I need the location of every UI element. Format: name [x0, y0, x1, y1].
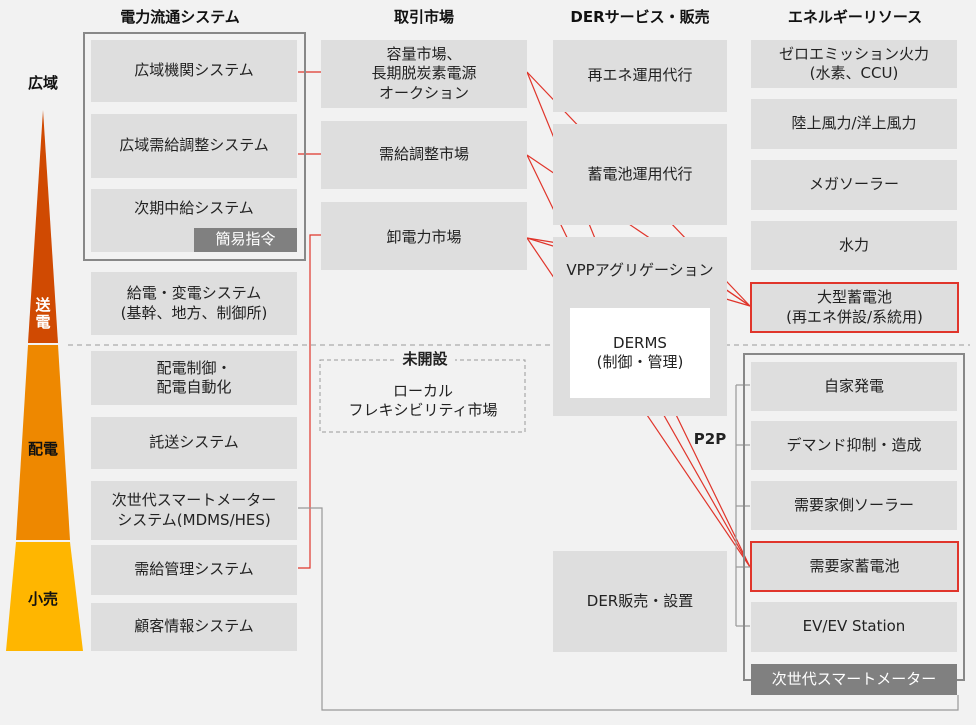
header-resource: エネルギーリソース — [787, 8, 923, 26]
wide-system-frame — [83, 32, 306, 261]
box-capacity-market: 容量市場、 長期脱炭素電源 オークション — [321, 40, 527, 108]
level-trans: 送 電 — [35, 296, 51, 332]
unopened-frame — [319, 359, 526, 433]
level-triangle-retail — [6, 542, 83, 651]
box-smart-meter-system: 次世代スマートメーター システム(MDMS/HES) — [91, 481, 297, 540]
box-ev: EV/EV Station — [751, 602, 957, 652]
level-triangle-dist — [16, 345, 70, 540]
box-derms: DERMS (制御・管理) — [570, 308, 710, 398]
box-wholesale-market: 卸電力市場 — [321, 202, 527, 270]
box-wide-org: 広域機関システム — [91, 40, 297, 102]
box-demand-response: デマンド抑制・造成 — [751, 421, 957, 470]
level-wide: 広域 — [27, 74, 59, 92]
box-supply-mgmt: 需給管理システム — [91, 545, 297, 595]
box-dist-control: 配電制御・ 配電自動化 — [91, 351, 297, 405]
box-customer-info: 顧客情報システム — [91, 603, 297, 651]
box-wind: 陸上風力/洋上風力 — [751, 99, 957, 149]
level-dist: 配電 — [27, 440, 59, 458]
box-customer-solar: 需要家側ソーラー — [751, 481, 957, 530]
level-triangle-wide — [28, 110, 58, 343]
vpp-label: VPPアグリゲーション — [566, 261, 714, 281]
header-grid: 電力流通システム — [120, 8, 240, 26]
box-mega-solar: メガソーラー — [751, 160, 957, 210]
next-gen-smart-meter-bar: 次世代スマートメーター — [751, 664, 957, 695]
p2p-label: P2P — [693, 430, 727, 449]
box-local-flex-market: ローカル フレキシビリティ市場 — [348, 381, 498, 420]
box-wide-supply: 広域需給調整システム — [91, 114, 297, 178]
box-der-sales: DER販売・設置 — [553, 551, 727, 652]
box-re-operation: 再エネ運用代行 — [553, 40, 727, 112]
box-dispatch: 給電・変電システム (基幹、地方、制御所) — [91, 272, 297, 335]
unopened-label: 未開設 — [395, 350, 455, 370]
box-self-generation: 自家発電 — [751, 362, 957, 411]
box-zero-emission: ゼロエミッション火力 (水素、CCU) — [751, 40, 957, 88]
level-retail: 小売 — [27, 590, 59, 608]
header-market: 取引市場 — [393, 8, 455, 26]
tag-simple-command: 簡易指令 — [194, 228, 297, 252]
box-hydro: 水力 — [751, 221, 957, 270]
header-der: DERサービス・販売 — [570, 8, 710, 26]
box-balancing-market: 需給調整市場 — [321, 121, 527, 189]
box-battery-operation: 蓄電池運用代行 — [553, 124, 727, 225]
box-large-battery: 大型蓄電池 (再エネ併設/系統用) — [750, 282, 959, 333]
box-customer-battery: 需要家蓄電池 — [750, 541, 959, 592]
box-wheeling: 託送システム — [91, 417, 297, 469]
